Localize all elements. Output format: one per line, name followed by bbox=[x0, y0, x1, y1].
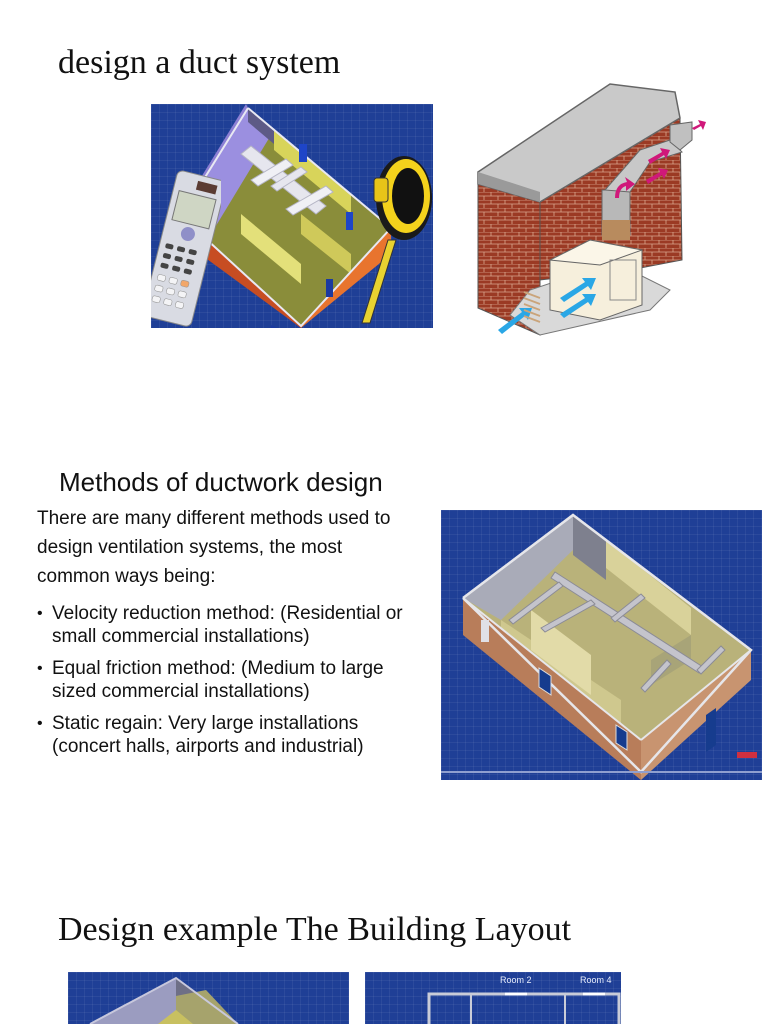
slide-2-title: Methods of ductwork design bbox=[59, 467, 383, 497]
bullet-icon: • bbox=[37, 715, 43, 732]
slide-3-title: Design example The Building Layout bbox=[58, 911, 572, 948]
intro-line: design ventilation systems, the most bbox=[37, 537, 343, 558]
calculator-icon bbox=[151, 170, 221, 327]
intro-line: There are many different methods used to bbox=[37, 508, 391, 529]
floor-plan-walls-icon bbox=[427, 992, 621, 1024]
list-item: • Velocity reduction method: (Residentia… bbox=[37, 603, 403, 647]
list-item: • Static regain: Very large installation… bbox=[37, 713, 364, 757]
furnace-cutaway-icon bbox=[477, 83, 706, 336]
building-corner-icon bbox=[89, 976, 239, 1024]
tape-measure-icon bbox=[361, 156, 432, 324]
intro-line: common ways being: bbox=[37, 566, 216, 587]
room-label: Room 4 bbox=[580, 975, 612, 985]
bullet-icon: • bbox=[37, 660, 43, 677]
list-item: • Equal friction method: (Medium to larg… bbox=[37, 658, 384, 702]
furnace-duct-cutaway bbox=[470, 80, 710, 340]
room-label: Room 2 bbox=[500, 975, 532, 985]
building-floor-plan: Room 2 Room 4 bbox=[365, 972, 621, 1024]
building-model-icon bbox=[441, 513, 762, 780]
building-3d-view bbox=[68, 972, 349, 1024]
duct-design-illustration bbox=[151, 104, 433, 328]
slide-1-title: design a duct system bbox=[58, 44, 341, 81]
bullet-icon: • bbox=[37, 605, 43, 622]
methods-list: • Velocity reduction method: (Residentia… bbox=[37, 602, 442, 767]
intro-paragraph: There are many different methods used to… bbox=[37, 504, 437, 591]
building-duct-3d-model bbox=[441, 510, 762, 780]
